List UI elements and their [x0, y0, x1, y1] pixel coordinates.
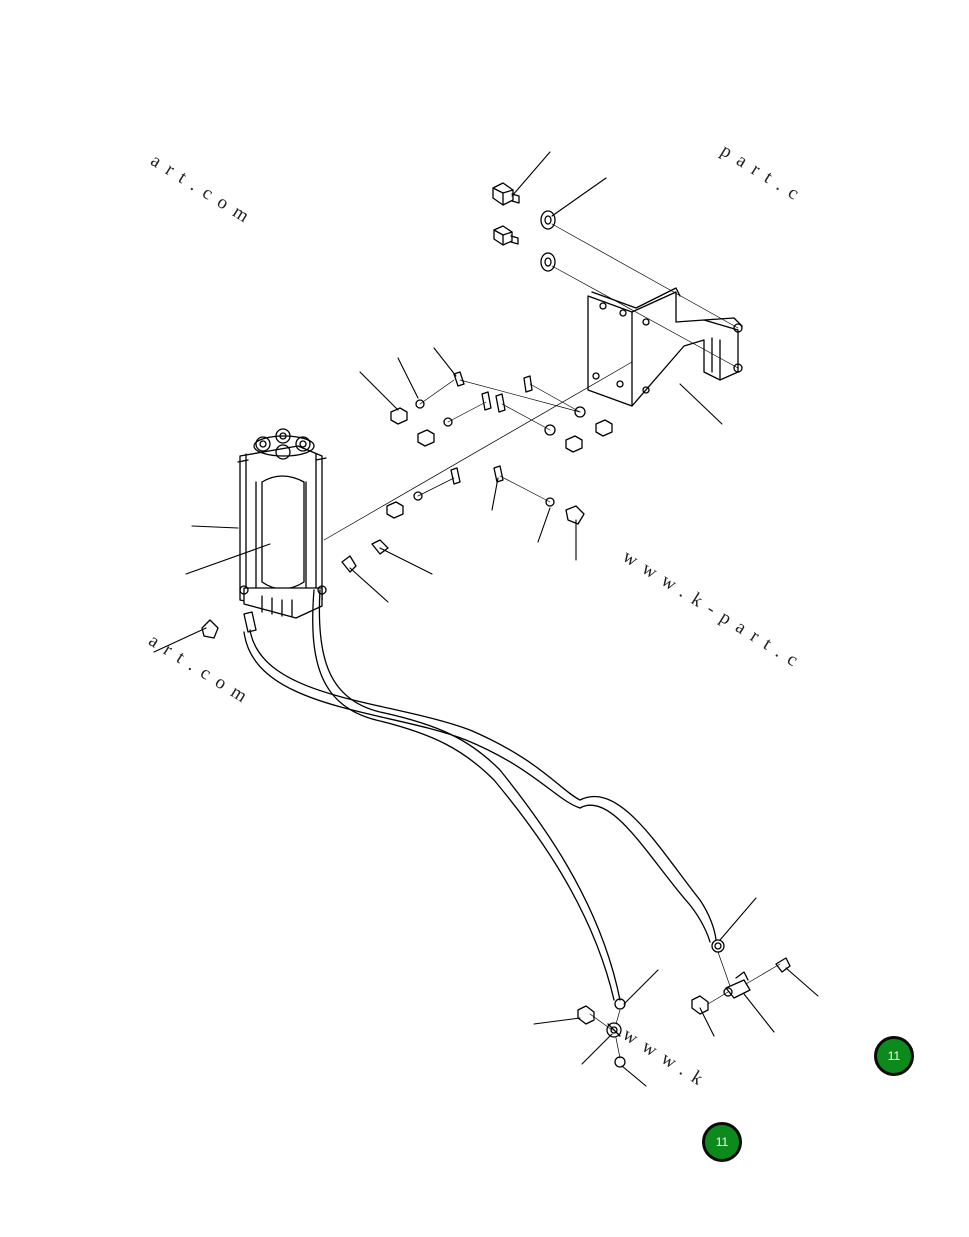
lower-cap-fitting: [614, 1056, 626, 1068]
fuel-filter-assembly: [237, 428, 327, 619]
badge-label: 11: [887, 1049, 901, 1063]
top-washer-2: [540, 252, 556, 272]
mounting-bracket: [587, 287, 743, 407]
top-washer-1: [540, 210, 556, 230]
lower-hose-end-fitting: [614, 998, 626, 1010]
leader-lines: [153, 151, 819, 1087]
right-nipple-fitting: [775, 957, 791, 973]
right-hose-end-fitting: [711, 939, 725, 953]
right-tee-fitting: [723, 971, 751, 999]
upper-hose-fitting: [243, 611, 257, 633]
top-bolt-1: [492, 182, 520, 206]
page-reference-badge-bottom[interactable]: 11: [702, 1122, 742, 1162]
page-reference-badge-right[interactable]: 11: [874, 1036, 914, 1076]
right-nut-fitting: [691, 995, 709, 1015]
alignment-lines: [323, 223, 781, 1059]
hose-b: [312, 589, 621, 1001]
top-bolt-2: [493, 225, 519, 246]
left-elbow-fitting: [201, 619, 219, 639]
clamp-bolts-cluster: [341, 371, 613, 573]
hose-a: [243, 629, 717, 943]
lower-tee-fitting: [606, 1022, 622, 1038]
badge-label: 11: [715, 1135, 729, 1149]
